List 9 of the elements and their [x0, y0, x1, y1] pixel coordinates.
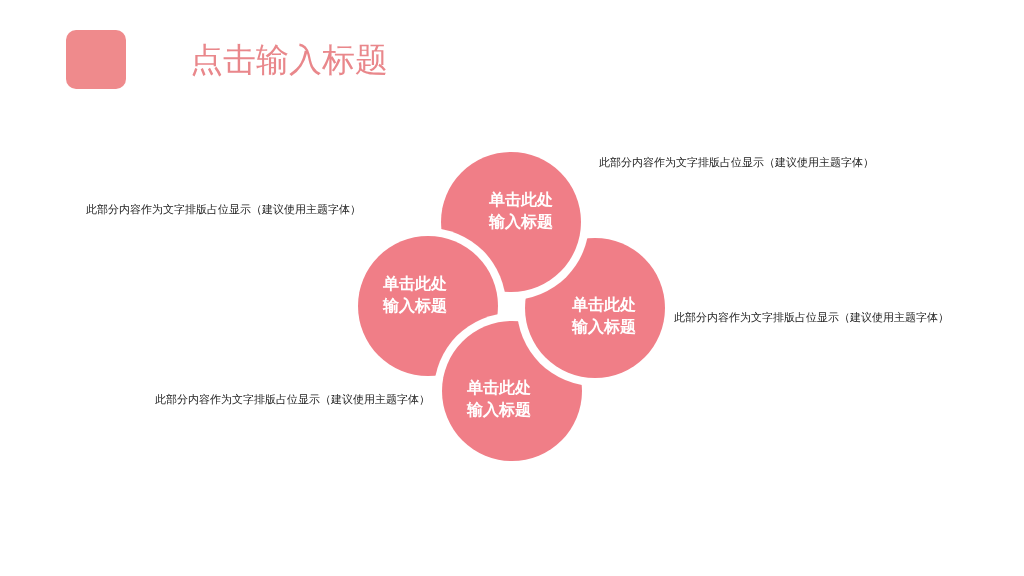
description-text: 此部分内容作为文字排版占位显示（建议使用主题字体）: [86, 203, 361, 216]
petal-title: 单击此处输入标题: [381, 273, 448, 317]
petal-title: 单击此处输入标题: [570, 294, 637, 338]
slide-title: 点击输入标题: [190, 39, 388, 81]
petal-title: 单击此处输入标题: [465, 377, 532, 421]
description-text: 此部分内容作为文字排版占位显示（建议使用主题字体）: [155, 393, 430, 406]
petal-title: 单击此处输入标题: [487, 189, 554, 233]
description-text: 此部分内容作为文字排版占位显示（建议使用主题字体）: [599, 156, 874, 169]
description-text: 此部分内容作为文字排版占位显示（建议使用主题字体）: [674, 311, 949, 324]
